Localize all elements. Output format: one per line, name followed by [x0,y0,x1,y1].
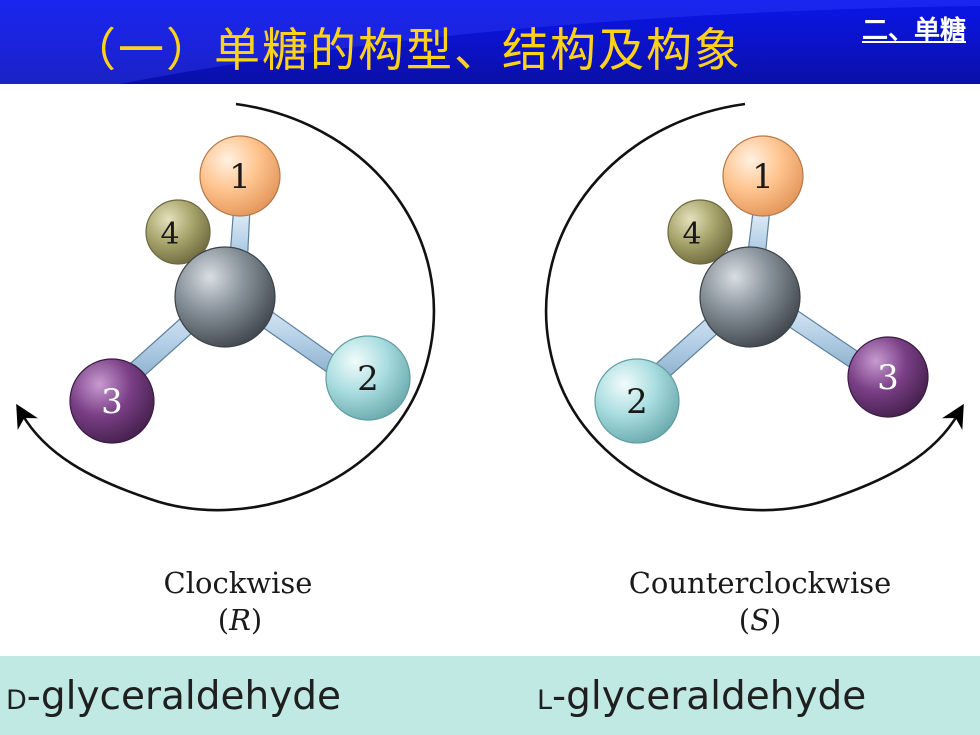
left-config-letter: R [228,603,251,637]
l-prefix: L [537,685,553,716]
right-config-letter: S [750,603,770,637]
atom-4: 4 [667,199,733,265]
atom-1: 1 [722,135,804,217]
atom-4: 4 [145,199,211,265]
l-name: -glyceraldehyde [552,674,867,719]
right-configuration: (S) [739,603,782,637]
d-name: -glyceraldehyde [26,674,342,719]
atom-3-label: 3 [101,382,123,422]
slide-title: （一）单糖的构型、结构及构象 [70,23,742,77]
d-glyceraldehyde-label: D-glyceraldehyde [6,674,341,719]
atom-2: 2 [325,335,411,421]
counterclockwise-arrow [544,102,964,512]
atom-3-label: 3 [877,358,899,398]
glyceraldehyde-strip: D-glyceraldehyde L-glyceraldehyde [0,656,980,735]
atom-2: 2 [594,358,680,444]
right-molecule-model: 4 1 3 2 [544,102,964,512]
atom-2-label: 2 [357,359,379,399]
atom-2-label: 2 [626,382,648,422]
atom-1-label: 1 [229,157,251,197]
central-carbon [174,246,276,348]
atom-3: 3 [847,336,929,418]
section-link[interactable]: 二、单糖 [861,16,966,46]
right-caption: Counterclockwise [629,566,892,600]
left-molecule-model: 4 1 2 3 [16,102,436,512]
d-prefix: D [6,685,27,716]
left-caption: Clockwise [164,566,313,600]
atom-4-label: 4 [160,217,179,252]
atom-3: 3 [69,358,155,444]
title-bar: （一）单糖的构型、结构及构象 二、单糖 [0,0,980,84]
central-carbon [699,246,801,348]
l-glyceraldehyde-label: L-glyceraldehyde [537,674,866,719]
atom-1: 1 [199,135,281,217]
atom-4-label: 4 [682,217,701,252]
atom-1-label: 1 [752,157,774,197]
left-configuration: (R) [218,603,263,637]
chirality-diagram: 4 1 2 3 4 [16,102,964,637]
clockwise-arrow [16,102,436,512]
